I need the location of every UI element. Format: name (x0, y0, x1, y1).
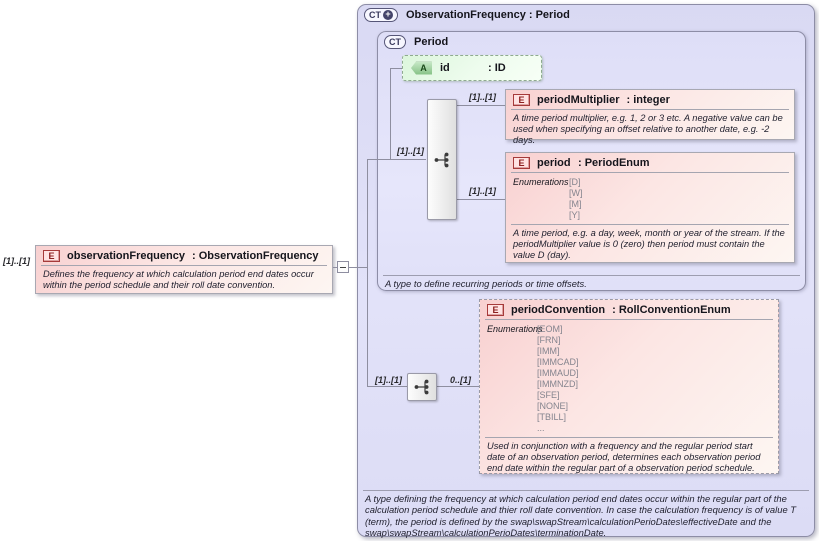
period-annotation: A type to define recurring periods or ti… (385, 278, 587, 289)
element-icon: E (513, 157, 530, 169)
complextype-header: CT + ObservationFrequency : Period (364, 8, 570, 22)
element-title-row: E periodMultiplier : integer (506, 90, 794, 108)
element-name: periodMultiplier (537, 94, 620, 106)
tree-line (333, 267, 337, 268)
enum-value: [IMM] (537, 346, 560, 356)
element-icon: E (513, 94, 530, 106)
element-period[interactable]: E period : PeriodEnum Enumerations [D][W… (505, 152, 795, 263)
enum-value: [IMMNZD] (537, 379, 578, 389)
divider (511, 109, 789, 110)
element-name: observationFrequency (67, 250, 185, 262)
divider (41, 265, 327, 266)
enumerations-section: Enumerations [D][W][M][Y] (506, 173, 794, 223)
sequence-icon (414, 379, 429, 395)
element-annotation: A time period, e.g. a day, week, month o… (513, 228, 785, 261)
divider (511, 224, 789, 225)
attribute-name: id (440, 62, 450, 74)
element-name: periodConvention (511, 304, 606, 316)
element-name: period (537, 157, 571, 169)
divider (485, 319, 773, 320)
tree-line (367, 159, 368, 387)
element-icon: E (487, 304, 504, 316)
enum-value: [IMMAUD] (537, 368, 579, 378)
tree-line (390, 68, 402, 69)
tree-line (457, 105, 505, 106)
expand-plus-icon: + (383, 10, 393, 20)
element-title-row: E period : PeriodEnum (506, 153, 794, 171)
sequence-connector[interactable] (427, 99, 457, 220)
tree-line (437, 386, 479, 387)
element-title-row: E observationFrequency : ObservationFreq… (36, 246, 332, 264)
element-title-row: E periodConvention : RollConventionEnum (480, 300, 778, 318)
source-cardinality: [1]..[1] (3, 256, 30, 266)
enum-value: [TBILL] (537, 412, 567, 422)
enum-value: [FRN] (537, 335, 561, 345)
enum-value: [W] (569, 188, 583, 198)
periodMultiplier-cardinality: [1]..[1] (469, 92, 496, 102)
enum-value: [EOM] (537, 324, 563, 334)
element-annotation: A time period multiplier, e.g. 1, 2 or 3… (513, 113, 783, 146)
divider (383, 275, 800, 276)
enum-value: [D] (569, 177, 581, 187)
enumeration-values: [EOM][FRN][IMM][IMMCAD][IMMAUD][IMMNZD][… (537, 324, 579, 434)
tree-line (349, 267, 367, 268)
attribute-id[interactable]: A id : ID (402, 55, 542, 81)
tree-line (390, 68, 391, 160)
element-type: : ObservationFrequency (191, 250, 319, 262)
enumeration-values: [D][W][M][Y] (569, 177, 583, 221)
tree-line (367, 159, 426, 160)
complextype-plus-icon[interactable]: CT + (364, 8, 398, 22)
period-title: Period (414, 36, 449, 48)
element-periodMultiplier[interactable]: E periodMultiplier : integer A time peri… (505, 89, 795, 145)
enumerations-label: Enumerations (487, 324, 543, 334)
divider (485, 437, 773, 438)
complextype-annotation: A type defining the frequency at which c… (365, 493, 796, 538)
sequence-icon (434, 152, 449, 167)
element-type: : integer (626, 94, 670, 106)
element-periodConvention[interactable]: E periodConvention : RollConventionEnum … (479, 299, 779, 474)
attribute-type: : ID (488, 62, 506, 74)
extension-sequence-cardinality: [1]..[1] (375, 375, 402, 385)
enum-value: [M] (569, 199, 582, 209)
element-type: : RollConventionEnum (612, 304, 731, 316)
element-annotation: Used in conjunction with a frequency and… (487, 441, 761, 474)
element-annotation: Defines the frequency at which calculati… (43, 269, 314, 291)
period-header: CT Period (384, 35, 448, 49)
enumerations-section: Enumerations [EOM][FRN][IMM][IMMCAD][IMM… (480, 320, 778, 436)
complextype-title: ObservationFrequency : Period (406, 9, 570, 21)
complextype-observationfrequency-box[interactable]: CT + ObservationFrequency : Period CT Pe… (357, 4, 815, 538)
tree-line (457, 199, 505, 200)
element-observationFrequency[interactable]: E observationFrequency : ObservationFreq… (35, 245, 333, 294)
ct-badge-label: CT (389, 37, 401, 47)
element-type: : PeriodEnum (578, 157, 650, 169)
periodConvention-cardinality: 0..[1] (450, 375, 472, 385)
enum-value: [SFE] (537, 390, 560, 400)
element-icon: E (43, 250, 60, 262)
ct-badge-label: CT (369, 10, 381, 20)
base-sequence-cardinality: [1]..[1] (397, 146, 424, 156)
enum-value: ... (537, 423, 545, 433)
enumerations-label: Enumerations (513, 177, 569, 187)
divider (363, 490, 809, 491)
collapse-minus-icon[interactable] (337, 261, 349, 273)
enum-value: [Y] (569, 210, 581, 220)
sequence-connector[interactable] (407, 373, 437, 401)
ct-icon: CT (384, 35, 406, 49)
tree-line (367, 386, 407, 387)
basetype-period-box[interactable]: CT Period A id : ID (377, 31, 806, 291)
divider (511, 172, 789, 173)
enum-value: [NONE] (537, 401, 569, 411)
attribute-icon: A (411, 61, 432, 75)
period-cardinality: [1]..[1] (469, 186, 496, 196)
enum-value: [IMMCAD] (537, 357, 579, 367)
